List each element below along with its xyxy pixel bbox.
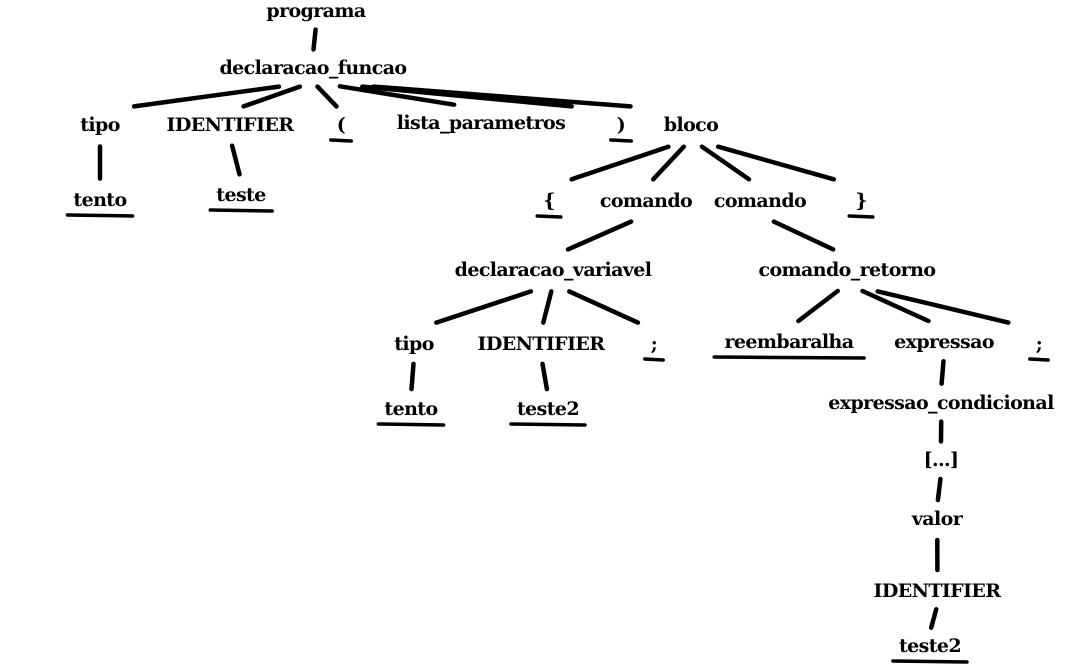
terminal-underline — [65, 213, 135, 218]
node-identifier: IDENTIFIER — [478, 333, 606, 355]
node-tipo: tipo — [394, 333, 434, 355]
node-expressao: expressao — [894, 331, 994, 353]
node-identifier: IDENTIFIER — [167, 114, 295, 136]
node-comando: comando — [600, 190, 692, 212]
tree-edge — [371, 84, 633, 109]
tree-edge — [315, 84, 339, 109]
node-comando-retorno: comando_retorno — [759, 259, 936, 281]
tree-edge — [541, 289, 554, 325]
node-expressao-condicional: expressao_condicional — [828, 392, 1054, 414]
tree-edge — [434, 289, 534, 325]
node-comando: comando — [714, 190, 806, 212]
tree-edge — [567, 289, 641, 325]
tree-edge — [229, 143, 242, 177]
terminal-teste2: teste2 — [899, 635, 961, 657]
terminal-underline — [208, 208, 274, 213]
tree-edge — [928, 607, 939, 630]
terminal-close-brace: } — [855, 190, 867, 212]
terminal-underline — [1028, 357, 1050, 362]
terminal-tento: tento — [384, 398, 437, 420]
terminal-underline — [609, 138, 633, 143]
node-declaracao-variavel: declaracao_variavel — [455, 259, 652, 281]
tree-edges — [97, 27, 1011, 630]
terminal-underline — [891, 659, 969, 664]
terminal-semicolon: ; — [651, 333, 657, 355]
terminal-underline — [643, 357, 665, 362]
tree-edge — [311, 27, 318, 52]
terminal-close-paren: ) — [617, 114, 625, 136]
tree-edge — [715, 144, 837, 182]
terminal-underline — [535, 214, 563, 219]
terminal-underline — [712, 355, 866, 360]
node-declaracao-funcao: declaracao_funcao — [220, 57, 407, 79]
tree-edge — [131, 84, 282, 109]
terminal-underlines — [65, 138, 1050, 664]
node-programa: programa — [266, 0, 365, 22]
terminal-underline — [509, 422, 587, 427]
terminal-reembaralha: reembaralha — [725, 331, 854, 353]
terminal-underline — [329, 138, 353, 143]
tree-edge — [409, 361, 416, 392]
terminal-semicolon: ; — [1036, 333, 1042, 355]
tree-edge — [699, 144, 752, 182]
tree-edge — [337, 84, 457, 107]
node-ellipsis: [...] — [924, 449, 959, 471]
terminal-underline — [847, 214, 875, 219]
tree-edge — [650, 144, 687, 182]
tree-edge — [565, 219, 634, 252]
node-lista-parametros: lista_parametros — [397, 112, 565, 134]
tree-edge — [875, 289, 1011, 325]
tree-edge — [569, 144, 671, 182]
tree-edge — [241, 84, 303, 109]
node-tipo: tipo — [80, 114, 120, 136]
tree-nodes: programa declaracao_funcao tipo IDENTIFI… — [73, 0, 1054, 657]
tree-edge — [860, 288, 931, 324]
tree-edge — [939, 359, 946, 386]
tree-edge — [540, 361, 550, 392]
tree-edge — [935, 476, 943, 503]
tree-edge — [796, 288, 840, 324]
tree-edge — [771, 219, 836, 252]
node-identifier: IDENTIFIER — [874, 580, 1002, 602]
terminal-teste2: teste2 — [517, 398, 579, 420]
terminal-open-paren: ( — [337, 114, 345, 136]
node-bloco: bloco — [664, 114, 718, 136]
node-valor: valor — [911, 508, 964, 530]
terminal-teste: teste — [216, 184, 266, 206]
terminal-open-brace: { — [543, 190, 555, 212]
terminal-tento: tento — [73, 189, 126, 211]
terminal-underline — [376, 422, 446, 427]
